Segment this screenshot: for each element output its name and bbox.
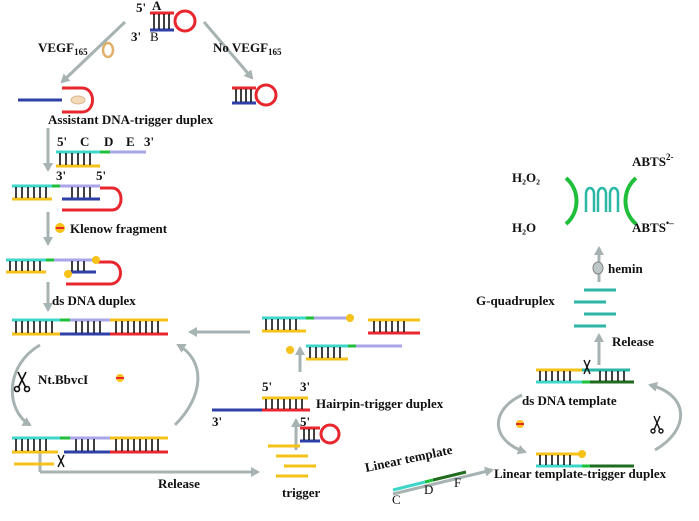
closed-hairpin-no-vegf [232, 83, 278, 107]
top-3prime: 3' [131, 29, 141, 44]
g-quadruplex-stack [574, 288, 616, 328]
cde-e: E [126, 134, 135, 149]
aptamer-vegf-complex [18, 86, 94, 114]
h2o-label: H₂O [512, 220, 536, 235]
hp-3prime-b: 3' [212, 414, 222, 429]
vegf-protein-icon [101, 41, 115, 59]
cycle-arrow-left [10, 343, 41, 427]
klenow-enzyme-icon [55, 223, 65, 233]
no-vegf-label: No VEGF165 [213, 40, 282, 57]
hemin-icon [592, 261, 604, 275]
cde-5prime: 5' [57, 134, 67, 149]
klenow-label: Klenow fragment [70, 221, 168, 236]
pair-5prime: 5' [96, 168, 106, 183]
linear-template-strand [392, 470, 467, 492]
vegf-label: VEGF165 [38, 40, 88, 57]
klenow-enzyme-icon [516, 420, 524, 428]
hemin-label: hemin [608, 261, 643, 276]
cycle-arrow-right-left [496, 393, 527, 455]
ds-duplex-label: ds DNA duplex [52, 293, 136, 308]
assistant-strand [56, 150, 146, 168]
nicking-enzyme-label: Nt.BbvcI [38, 372, 88, 387]
ds-template-label: ds DNA template [522, 393, 617, 408]
cde-c: C [80, 134, 89, 149]
top-strand-b: B [150, 29, 159, 44]
scissors-icon [650, 415, 664, 434]
ds-dna-duplex [12, 318, 168, 336]
lt-c: C [392, 492, 401, 507]
g-quadruplex-label: G-quadruplex [476, 293, 555, 308]
right-cycle-arrows [496, 381, 683, 455]
left-cycle-arrows [10, 343, 200, 427]
linear-template-label: Linear template [364, 442, 454, 475]
release-right-label: Release [612, 334, 654, 349]
hp-5prime-b: 5' [300, 414, 310, 429]
flow-arrows [38, 20, 604, 496]
top-strand-a: A [152, 0, 162, 13]
lt-f: F [454, 475, 461, 490]
scissors-icon [583, 359, 591, 375]
lt-d: D [424, 482, 433, 497]
h2o2-label: H₂O₂ [512, 170, 540, 185]
nicked-duplex [12, 436, 168, 468]
arrow-vegf [60, 20, 127, 84]
hairpin-probe-small [300, 423, 341, 445]
cycle-arrow-right [173, 343, 200, 427]
hp-5prime-a: 5' [262, 379, 272, 394]
arrow-no-vegf [202, 21, 254, 80]
klenow-extended-duplex [6, 256, 122, 286]
abts-radical-label: ABTS•– [632, 218, 674, 235]
released-duplex-a [262, 314, 420, 335]
scissors-icon [13, 371, 31, 393]
top-5prime: 5' [136, 0, 146, 15]
trigger-label: trigger [282, 485, 320, 500]
hybridized-intermediate [12, 184, 123, 212]
hairpin-duplex-label: Hairpin-trigger duplex [316, 396, 444, 411]
cycle-arrow-right-right [648, 381, 683, 452]
released-duplex-b [286, 344, 402, 361]
ds-dna-template [536, 368, 634, 384]
hp-3prime-a: 3' [300, 379, 310, 394]
linear-trigger-duplex [536, 450, 634, 468]
cde-d: D [104, 134, 113, 149]
abts2-label: ABTS2- [632, 152, 673, 169]
release-left-label: Release [158, 476, 200, 491]
trigger-strands [268, 444, 316, 478]
assistant-duplex-label: Assistant DNA-trigger duplex [48, 112, 214, 127]
linear-trigger-duplex-label: Linear template-trigger duplex [494, 466, 667, 481]
klenow-enzyme-icon [116, 374, 124, 382]
pair-3prime: 3' [56, 168, 66, 183]
cde-3prime: 3' [144, 134, 154, 149]
probe-hairpin-top [150, 9, 197, 33]
hairpin-trigger-duplex [212, 396, 310, 412]
arrow-to-linear-duplex [392, 466, 494, 496]
g4-hemin-dnazyme [564, 176, 638, 226]
